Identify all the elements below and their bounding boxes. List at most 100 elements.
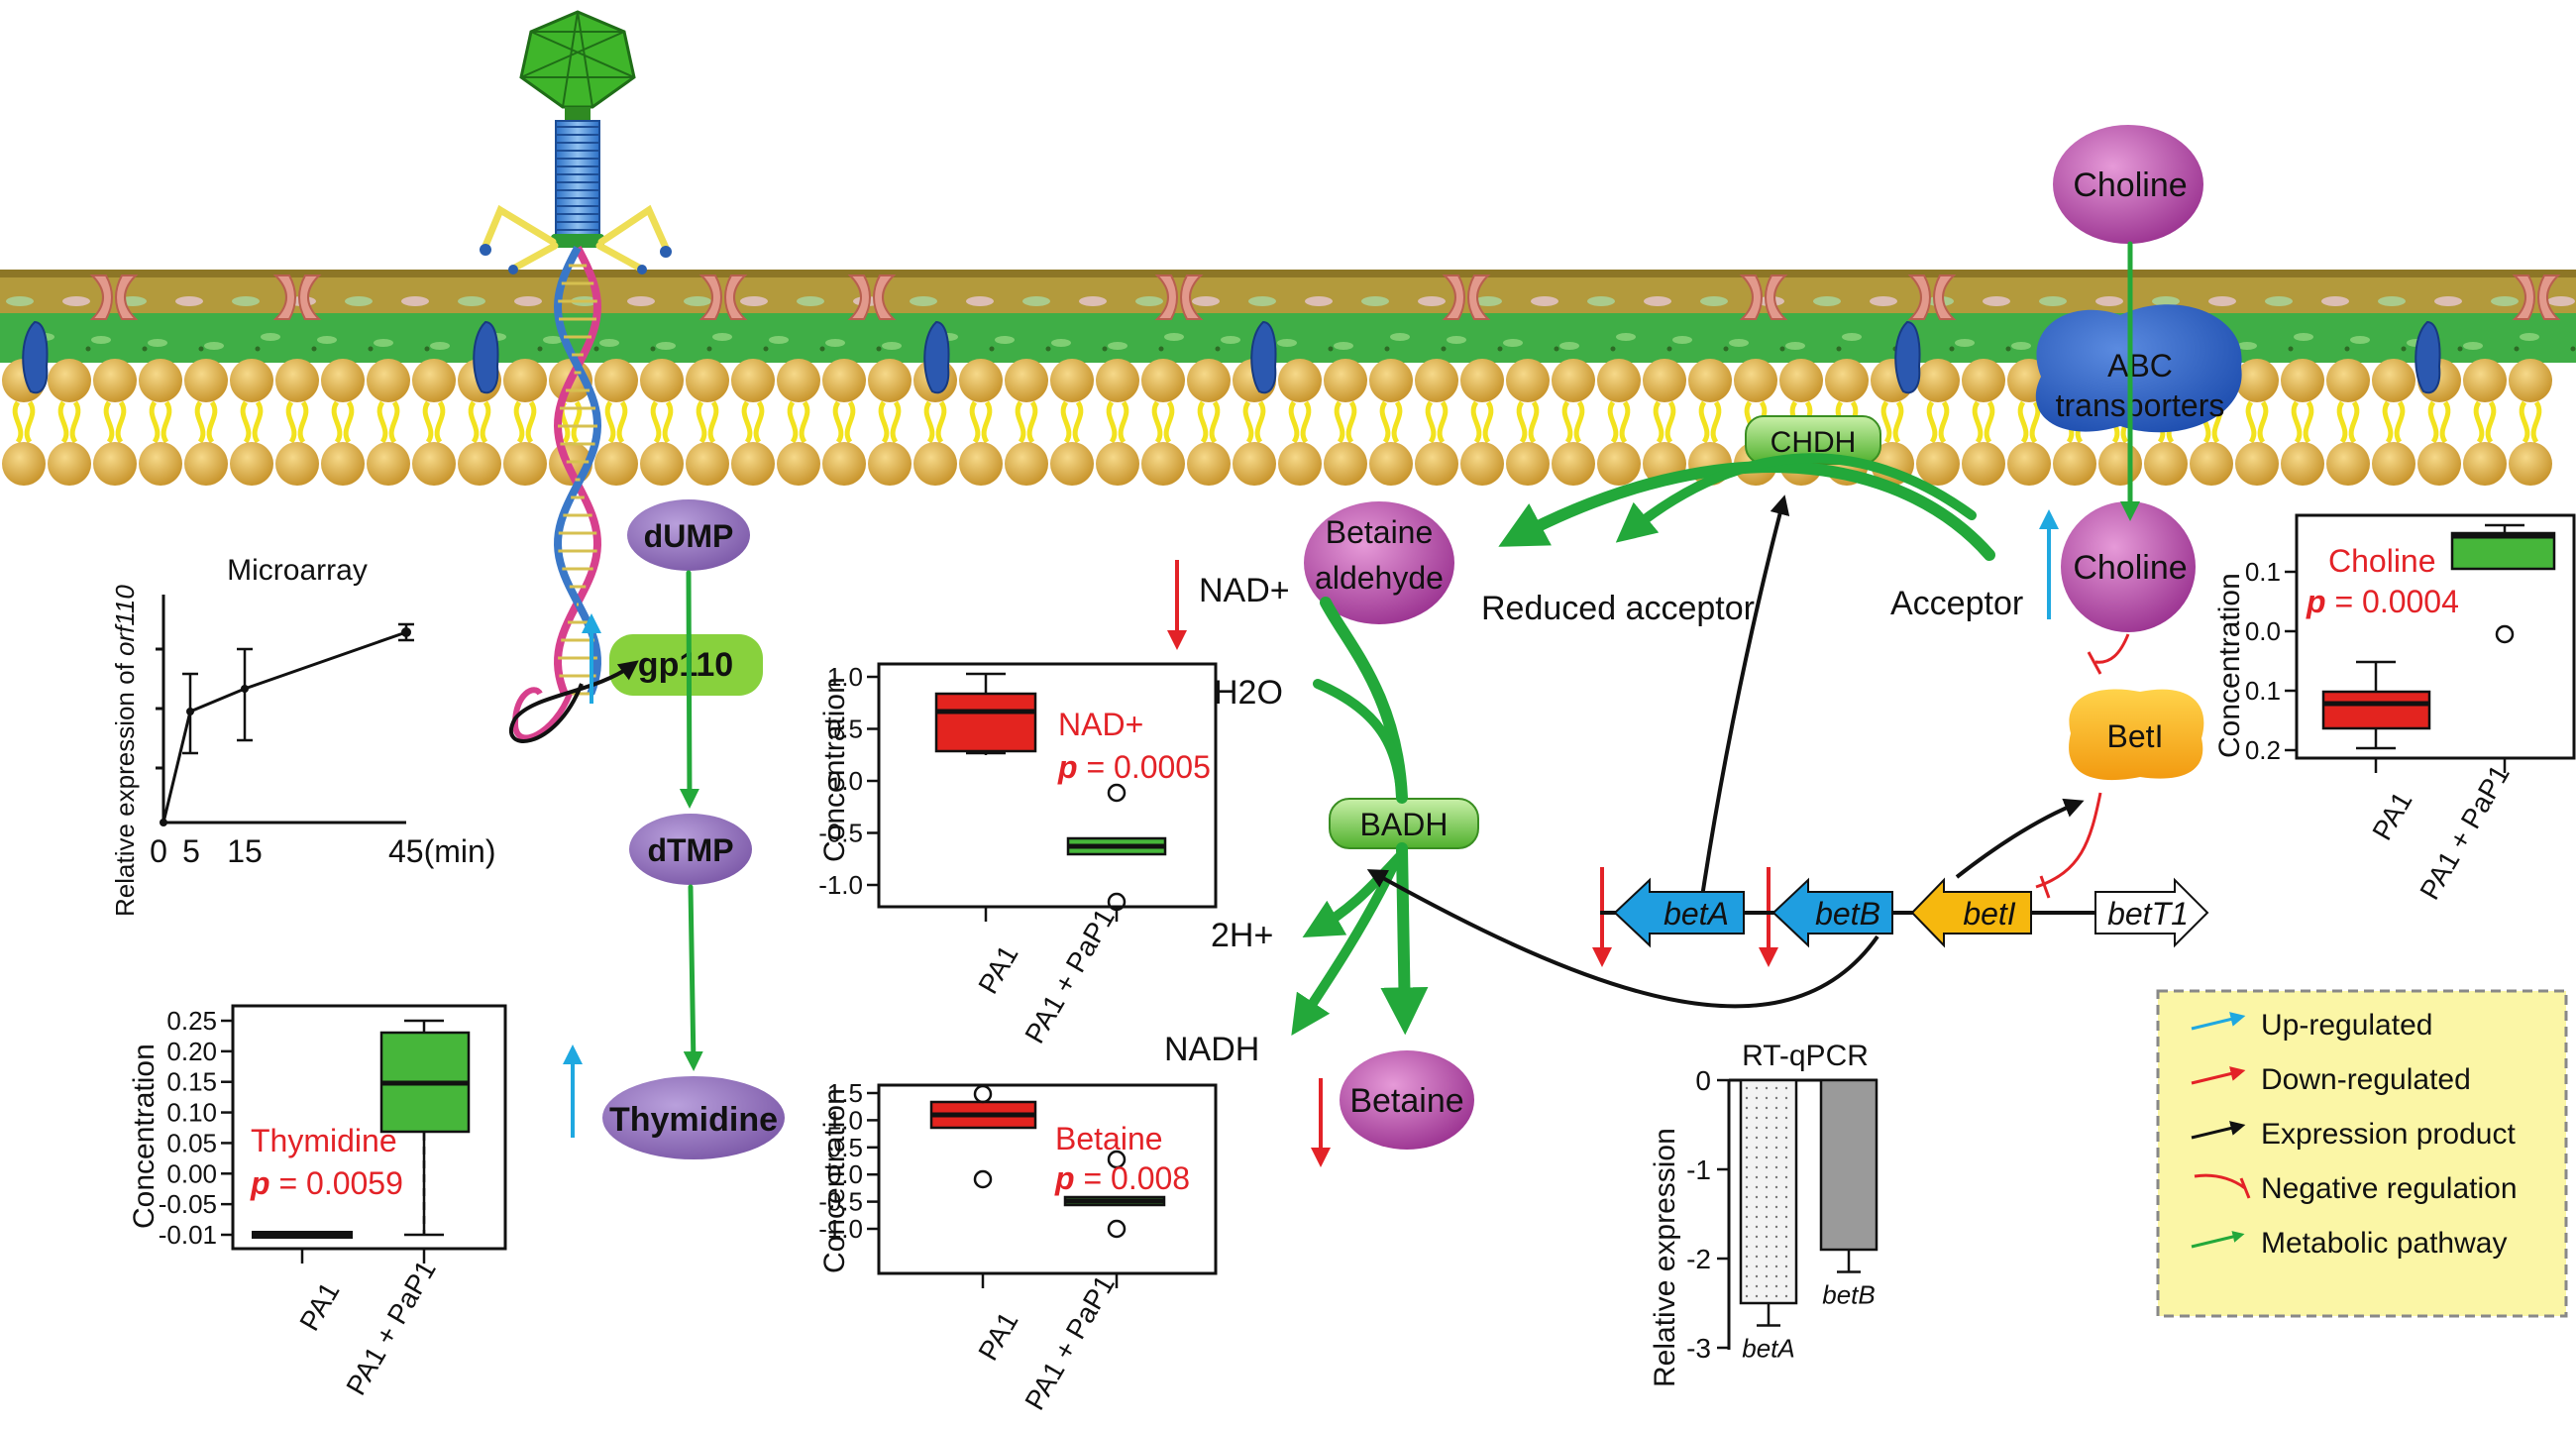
tick-label: -0.01 [159, 1220, 217, 1250]
betaine-title: Betaine [1055, 1121, 1163, 1156]
tick-label: 0.5 [827, 714, 863, 744]
betaine-node [1340, 1050, 1474, 1150]
tick-label: 0.1 [2245, 676, 2281, 706]
abc-label-line2: transporters [2056, 387, 2225, 423]
rtqpcr-title: RT-qPCR [1742, 1040, 1869, 1072]
nadh-label: NADH [1164, 1031, 1259, 1068]
legend-item: Metabolic pathway [2191, 1227, 2507, 1260]
expression-product-arrows [509, 495, 2085, 1009]
nad-group-pap1: PA1 + PaP1 [1019, 904, 1120, 1048]
tick-label: -1.0 [818, 1214, 863, 1244]
rtqpcr-tick-label: -2 [1686, 1244, 1711, 1274]
tick-label: 0.0 [2245, 616, 2281, 646]
rtqpcr-bar-betA [1739, 1078, 1798, 1305]
tick-label: -0.05 [159, 1189, 217, 1219]
betaine-pvalue: p = 0.008 [1054, 1160, 1190, 1196]
h2o-label: H2O [1214, 674, 1283, 712]
phage-tail [555, 120, 600, 239]
betaine-boxplot: Concentration 1.51.00.50.0-0.5-1.0 Betai… [818, 1078, 1218, 1415]
rtqpcr-tick-label: -1 [1686, 1154, 1711, 1185]
thymidine-group-pap1: PA1 + PaP1 [340, 1256, 441, 1400]
legend-label: Up-regulated [2261, 1009, 2432, 1042]
negative-regulation [2035, 633, 2130, 899]
reduced-acceptor-label: Reduced acceptor [1481, 590, 1755, 627]
legend-label: Down-regulated [2261, 1063, 2471, 1096]
thymidine-boxplot: Concentration 0.250.200.150.100.050.00-0… [128, 1004, 507, 1400]
betaine-group-pap1: PA1 + PaP1 [1019, 1270, 1120, 1415]
tick-label: -0.5 [818, 819, 863, 848]
betaine-aldehyde-node [1304, 501, 1454, 624]
choline-ylabel: Concentration [2213, 573, 2246, 758]
phage-tail-fibers [482, 204, 670, 272]
legend-item: Negative regulation [2194, 1172, 2518, 1205]
thymidine-title: Thymidine [251, 1123, 397, 1158]
beti-protein-label: BetI [2107, 718, 2164, 754]
betB-gene-label: betB [1815, 896, 1880, 932]
tick-label: 0.20 [166, 1037, 217, 1066]
gp110-node [609, 634, 763, 696]
dump-label: dUMP [644, 518, 734, 554]
choline-boxplot: Concentration 0.1 0.0 0.1 0.2 Choline p = 0… [2213, 513, 2576, 905]
rtqpcr-bar-label: betB [1822, 1280, 1876, 1310]
thymidine-label: Thymidine [609, 1101, 778, 1139]
tick-label: 0.15 [166, 1067, 217, 1097]
tick-label: 0.1 [2245, 557, 2281, 587]
dtmp-label: dTMP [647, 832, 733, 868]
betaine-ylabel: Concentration [818, 1088, 851, 1273]
tick-label: 0.2 [2245, 735, 2281, 765]
tick-label: 0.00 [166, 1158, 217, 1188]
membrane-texture [6, 296, 2576, 352]
legend-arrow-symbol [2191, 1012, 2246, 1031]
bet-gene-cluster: betA betB betI betT1 [1600, 877, 2209, 948]
microarray-xtick-5: 5 [182, 833, 200, 869]
rtqpcr-tick-label: -3 [1686, 1333, 1711, 1364]
choline-extracellular-node [2053, 125, 2203, 244]
rtqpcr-bar: betA [1739, 1078, 1798, 1364]
outer-membrane-edge [0, 270, 2576, 277]
tick-label: -1.0 [818, 870, 863, 900]
betT1-gene-label: betT1 [2107, 896, 2189, 932]
tick-label: 0.5 [827, 1133, 863, 1162]
phage [480, 10, 672, 741]
microarray-xtick-45: 45(min) [388, 833, 495, 869]
nad-title: NAD+ [1058, 707, 1143, 742]
legend-label: Expression product [2261, 1118, 2516, 1151]
tick-label: 0.0 [827, 1159, 863, 1189]
choline-group-pap1: PA1 + PaP1 [2414, 760, 2515, 905]
nad-plus-label: NAD+ [1199, 572, 1290, 609]
phage-capsid [519, 10, 636, 109]
choline-intracellular-label: Choline [2073, 549, 2187, 587]
betA-gene-label: betA [1664, 896, 1729, 932]
membrane-proteins [22, 320, 2441, 394]
dtmp-node [629, 814, 752, 885]
membrane-porins [89, 275, 2561, 320]
abc-label-line1: ABC [2107, 348, 2173, 384]
betaine-group-pa1: PA1 [972, 1306, 1023, 1366]
metabolic-arrows [679, 241, 2140, 1071]
betaine-aldehyde-line2: aldehyde [1315, 560, 1444, 596]
tick-label: 0.10 [166, 1098, 217, 1128]
abc-transporters-node [2035, 304, 2242, 433]
rtqpcr-ylabel: Relative expression [1649, 1128, 1681, 1387]
choline-title: Choline [2328, 543, 2436, 579]
beti-protein-node [2069, 689, 2204, 781]
badh-label: BADH [1360, 807, 1449, 842]
thymidine-group-pa1: PA1 [293, 1276, 345, 1336]
legend-item: Expression product [2191, 1118, 2516, 1151]
rtqpcr-bar: betB [1819, 1078, 1878, 1310]
thymidine-ylabel: Concentration [128, 1044, 161, 1229]
microarray-ylabel: Relative expression of orf110 [110, 585, 140, 917]
phage-baseplate [551, 234, 604, 248]
nad-group-pa1: PA1 [972, 939, 1023, 999]
legend-item: Up-regulated [2191, 1009, 2432, 1042]
choline-pvalue: p = 0.0004 [2306, 584, 2459, 619]
regulation-arrows [563, 509, 2059, 1167]
betaine-aldehyde-line1: Betaine [1326, 514, 1434, 550]
legend-item: Down-regulated [2191, 1063, 2471, 1096]
tick-label: 0.0 [827, 766, 863, 796]
microarray-title: Microarray [227, 554, 368, 587]
microarray-xtick-15: 15 [227, 833, 263, 869]
rtqpcr-bar-betB [1819, 1078, 1878, 1252]
